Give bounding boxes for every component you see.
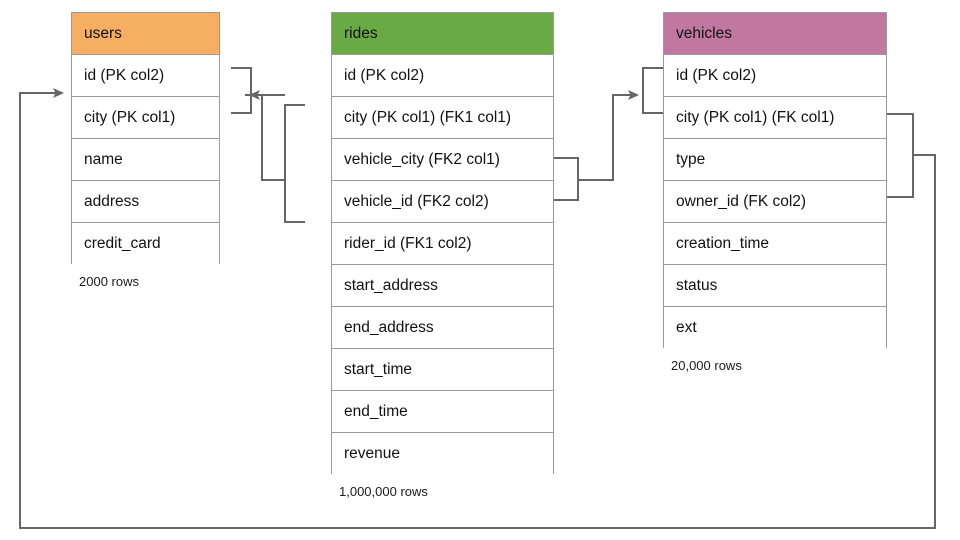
table-column-row[interactable]: id (PK col2) (72, 55, 219, 97)
relationship-edge-fk2-rides-to-vehicles (554, 67, 663, 201)
table-column-row[interactable]: city (PK col1) (FK1 col1) (332, 97, 553, 139)
table-header-vehicles: vehicles (664, 13, 886, 55)
table-column-row[interactable]: start_address (332, 265, 553, 307)
table-column-row[interactable]: vehicle_city (FK2 col1) (332, 139, 553, 181)
table-column-row[interactable]: vehicle_id (FK2 col2) (332, 181, 553, 223)
table-column-row[interactable]: status (664, 265, 886, 307)
table-header-rides: rides (332, 13, 553, 55)
table-column-row[interactable]: end_time (332, 391, 553, 433)
table-column-row[interactable]: rider_id (FK1 col2) (332, 223, 553, 265)
table-header-users: users (72, 13, 219, 55)
table-column-row[interactable]: owner_id (FK col2) (664, 181, 886, 223)
table-column-row[interactable]: revenue (332, 433, 553, 475)
table-column-row[interactable]: type (664, 139, 886, 181)
row-count-label-rides: 1,000,000 rows (339, 484, 428, 499)
table-column-row[interactable]: end_address (332, 307, 553, 349)
table-column-row[interactable]: address (72, 181, 219, 223)
relationship-arrowhead-fk1-rides-to-users (249, 90, 260, 100)
table-column-row[interactable]: start_time (332, 349, 553, 391)
table-column-row[interactable]: credit_card (72, 223, 219, 265)
table-column-row[interactable]: creation_time (664, 223, 886, 265)
table-column-row[interactable]: city (PK col1) (FK col1) (664, 97, 886, 139)
table-column-row[interactable]: id (PK col2) (664, 55, 886, 97)
relationship-edge-fk1-rides-to-users (231, 67, 305, 223)
table-column-row[interactable]: city (PK col1) (72, 97, 219, 139)
row-count-label-users: 2000 rows (79, 274, 139, 289)
table-column-row[interactable]: name (72, 139, 219, 181)
table-column-row[interactable]: ext (664, 307, 886, 349)
row-count-label-vehicles: 20,000 rows (671, 358, 742, 373)
relationship-arrowhead-fk2-rides-to-vehicles (628, 90, 639, 100)
relationship-arrowhead-fk-vehicles-to-users (53, 88, 64, 98)
table-column-row[interactable]: id (PK col2) (332, 55, 553, 97)
